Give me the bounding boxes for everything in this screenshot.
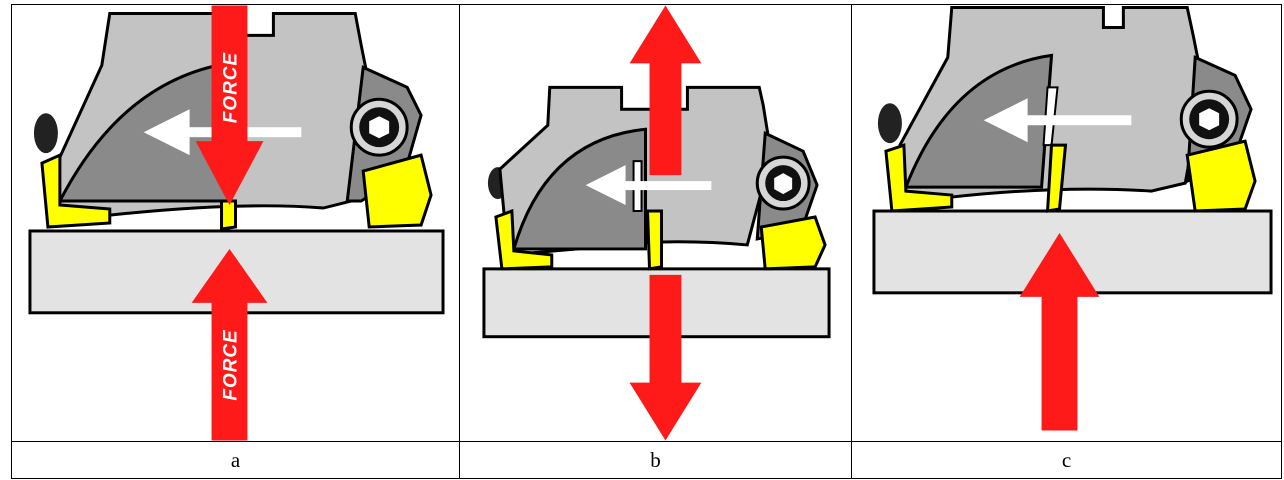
motion-arrow-icon — [585, 165, 712, 206]
caption-b: b — [459, 441, 852, 479]
chip-recess — [903, 53, 1054, 189]
insert-left — [884, 143, 954, 213]
panel-b — [459, 4, 852, 442]
panel-a-diagram: FORCE FORCE — [28, 5, 445, 441]
hex-socket-screw-icon — [1179, 89, 1239, 149]
panel-a: FORCE FORCE — [11, 4, 460, 442]
insert-left — [40, 152, 112, 229]
chip-recess — [511, 127, 648, 251]
force-arrow-icon — [629, 274, 702, 441]
force-label-top: FORCE — [220, 52, 241, 124]
panel-c — [851, 4, 1282, 442]
caption-c: c — [851, 441, 1282, 479]
insert-middle-lower — [645, 209, 663, 271]
panel-c-diagram — [872, 6, 1273, 431]
force-arrow-icon — [191, 248, 268, 441]
force-arrow-icon — [1019, 232, 1100, 431]
insert-right — [361, 153, 433, 229]
hex-socket-screw-icon — [349, 97, 409, 157]
hex-socket-screw-icon — [755, 155, 811, 211]
insert-left — [494, 208, 554, 271]
left-nub — [33, 113, 58, 154]
caption-a: a — [11, 441, 460, 479]
insert-right — [759, 215, 827, 271]
left-nub — [877, 103, 902, 144]
insert-middle-lower — [1045, 143, 1068, 213]
force-arrow-icon — [195, 5, 264, 206]
motion-arrow-icon — [983, 98, 1132, 143]
force-label-bottom: FORCE — [220, 329, 241, 401]
force-arrow-icon — [629, 5, 702, 176]
insert-right — [1185, 139, 1257, 213]
insert-middle — [220, 199, 237, 231]
figure-table: FORCE FORCE — [11, 4, 1282, 479]
panel-b-diagram — [482, 5, 831, 441]
